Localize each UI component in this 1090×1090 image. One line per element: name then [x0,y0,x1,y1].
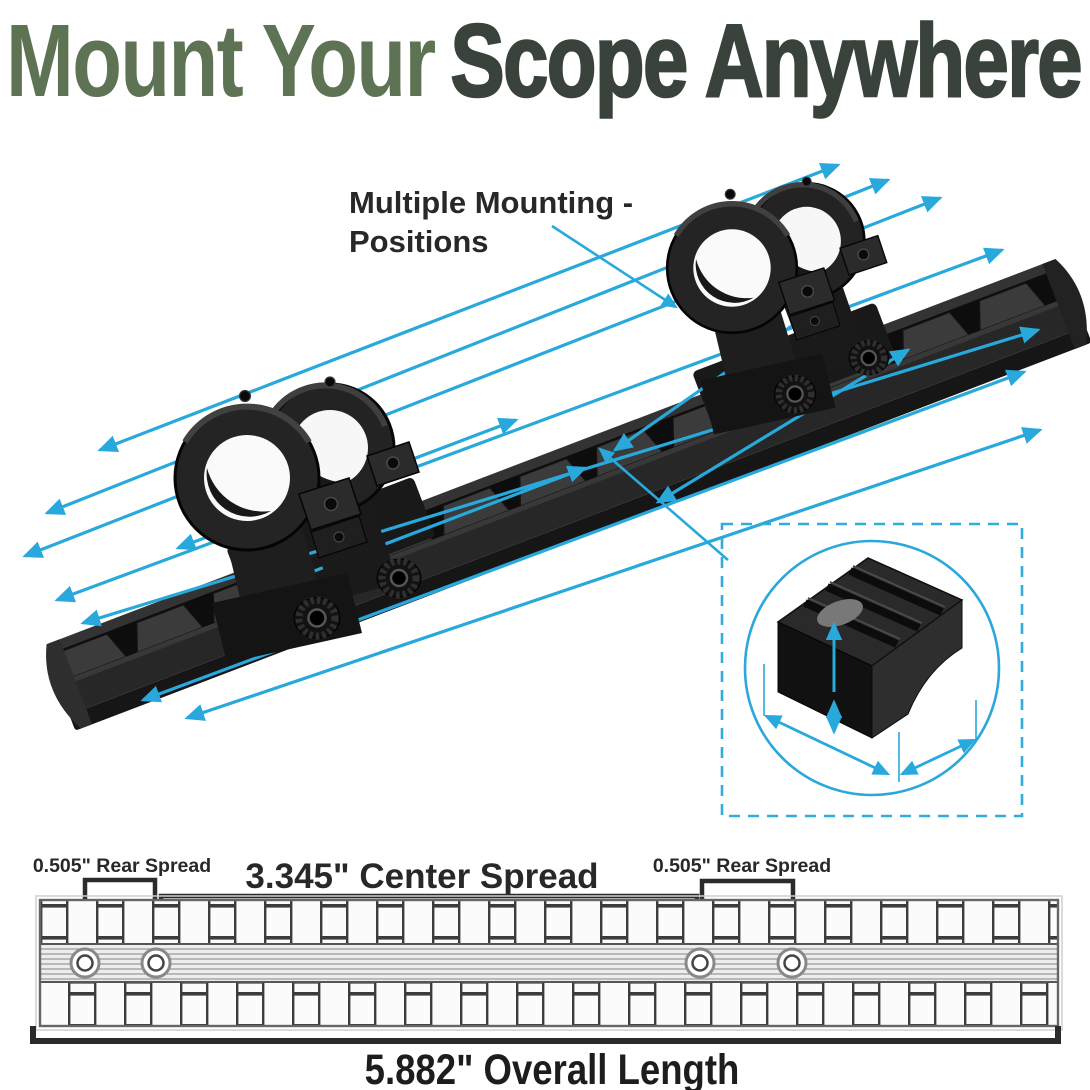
callout-leader-arrow [551,224,678,309]
center-hatching [40,948,1058,980]
detail-inset [598,447,1024,818]
center-spread-label: 3.345" Center Spread [245,857,598,896]
callout-multiple-mounting: Multiple Mounting - Positions [349,185,678,309]
rear-spread-left-label: 0.505" Rear Spread [33,855,211,877]
rail-top-view [35,895,1063,1031]
length-arrow [763,714,891,776]
inset-dimension-arrows [763,621,977,782]
title-part-green: Mount Your [6,3,436,118]
inset-leader-arrow [598,447,729,561]
rear-spread-right-label: 0.505" Rear Spread [653,855,831,877]
overall-length-dimension: 5.882" Overall Length [30,1026,1061,1090]
callout-label-line2: Positions [349,224,489,259]
screw-holes [69,947,808,979]
inset-dashed-box [720,522,1024,818]
callout-label-line1: Multiple Mounting - [349,185,633,220]
inset-rail-block [776,557,964,739]
width-arrow [899,738,977,776]
title-part-dark: Scope Anywhere [449,2,1083,120]
overall-length-label: 5.882" Overall Length [365,1046,740,1090]
technical-drawing: 0.505" Rear Spread 3.345" Center Spread … [30,855,1063,1090]
inset-circle [743,539,1001,797]
